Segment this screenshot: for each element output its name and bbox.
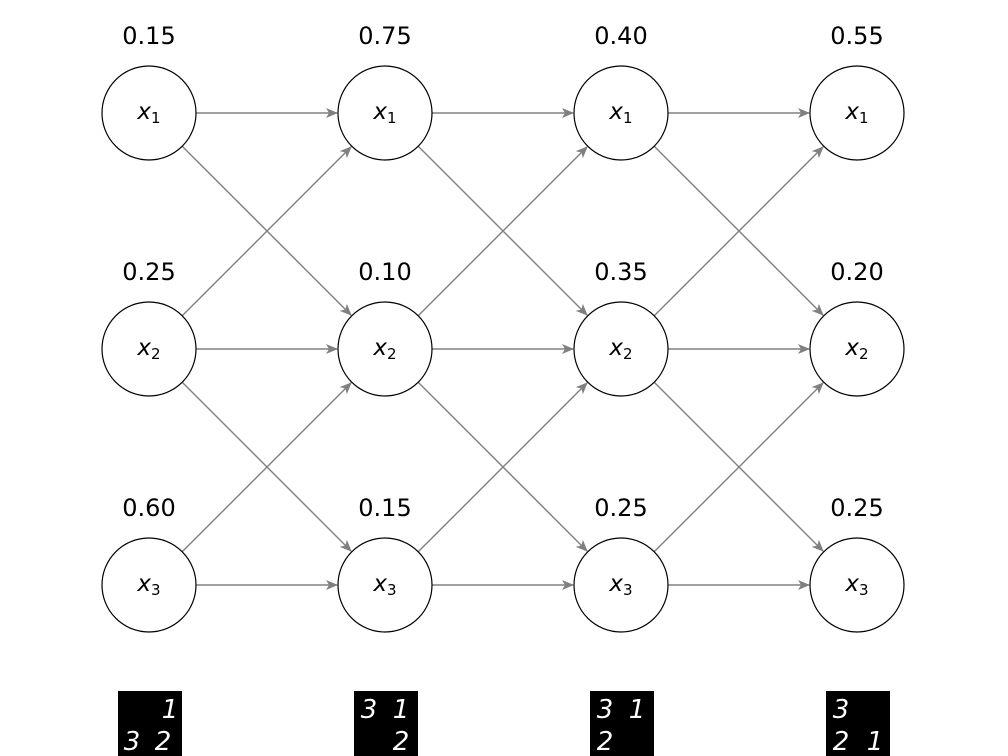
transition-arrow — [653, 146, 824, 317]
column-2: 0.75 x1 0.10 x2 0.15 x3 3 1 2 — [337, 22, 433, 756]
state-node — [573, 65, 669, 161]
digit-glyph: 2 — [393, 727, 410, 756]
digit-glyph: 1 — [867, 727, 884, 756]
column-3: 0.40 x1 0.35 x2 0.25 x3 3 1 2 — [573, 22, 669, 756]
node-variable: x — [844, 571, 859, 597]
digit-glyph: 3 — [361, 695, 378, 725]
node-probability: 0.15 — [122, 22, 175, 50]
node-probability: 0.35 — [594, 258, 647, 286]
state-node — [809, 537, 905, 633]
edges-group — [181, 108, 824, 590]
column-4: 0.55 x1 0.20 x2 0.25 x3 3 2 1 — [809, 22, 905, 756]
digit-glyph: 3 — [124, 727, 141, 756]
node-variable: x — [372, 99, 387, 125]
node-variable: x — [844, 99, 859, 125]
node-label: x1 — [608, 99, 632, 127]
column-1: 0.15 x1 0.25 x2 0.60 x3 1 3 2 — [101, 22, 197, 756]
node-label: x2 — [136, 335, 160, 363]
node-variable: x — [608, 571, 623, 597]
node-probability: 0.60 — [122, 494, 175, 522]
transition-arrow — [417, 382, 588, 553]
node-probability: 0.20 — [830, 258, 883, 286]
node-variable: x — [608, 99, 623, 125]
state-node — [337, 65, 433, 161]
digit-thumbnail: 3 1 2 — [590, 691, 654, 756]
node-probability: 0.15 — [358, 494, 411, 522]
node-variable: x — [608, 335, 623, 361]
node-subscript: 1 — [623, 109, 633, 127]
node-variable: x — [136, 99, 151, 125]
state-node — [809, 301, 905, 397]
digit-glyph: 2 — [833, 727, 850, 756]
node-subscript: 1 — [859, 109, 869, 127]
digit-glyph: 1 — [162, 695, 179, 725]
state-node — [573, 301, 669, 397]
node-subscript: 3 — [151, 581, 161, 599]
node-probability: 0.25 — [122, 258, 175, 286]
node-variable: x — [136, 335, 151, 361]
node-label: x1 — [372, 99, 396, 127]
node-label: x2 — [844, 335, 868, 363]
transition-arrow — [653, 382, 824, 553]
state-node — [101, 65, 197, 161]
digit-glyph: 3 — [833, 695, 850, 725]
digit-thumbnail: 3 1 2 — [354, 691, 418, 756]
node-variable: x — [136, 571, 151, 597]
digit-glyph: 3 — [597, 695, 614, 725]
digit-glyph: 1 — [629, 695, 646, 725]
digit-glyph: 2 — [597, 727, 614, 756]
node-probability: 0.25 — [594, 494, 647, 522]
node-label: x2 — [372, 335, 396, 363]
node-subscript: 3 — [623, 581, 633, 599]
node-subscript: 3 — [859, 581, 869, 599]
node-variable: x — [372, 335, 387, 361]
transition-arrow — [181, 146, 352, 317]
node-label: x2 — [608, 335, 632, 363]
node-subscript: 2 — [387, 345, 397, 363]
state-node — [101, 537, 197, 633]
state-node — [337, 537, 433, 633]
node-label: x1 — [136, 99, 160, 127]
node-subscript: 2 — [151, 345, 161, 363]
node-label: x1 — [844, 99, 868, 127]
node-variable: x — [372, 571, 387, 597]
node-label: x3 — [608, 571, 632, 599]
state-node — [101, 301, 197, 397]
digit-glyph: 1 — [393, 695, 410, 725]
digit-thumbnail: 1 3 2 — [118, 691, 182, 756]
node-probability: 0.55 — [830, 22, 883, 50]
digit-glyph: 2 — [155, 727, 172, 756]
digit-thumbnail: 3 2 1 — [826, 691, 890, 756]
node-probability: 0.75 — [358, 22, 411, 50]
node-subscript: 2 — [623, 345, 633, 363]
node-variable: x — [844, 335, 859, 361]
state-node — [573, 537, 669, 633]
node-subscript: 1 — [387, 109, 397, 127]
state-node — [809, 65, 905, 161]
transition-arrow — [181, 382, 352, 553]
node-probability: 0.40 — [594, 22, 647, 50]
node-subscript: 3 — [387, 581, 397, 599]
node-subscript: 1 — [151, 109, 161, 127]
node-label: x3 — [372, 571, 396, 599]
node-probability: 0.10 — [358, 258, 411, 286]
node-probability: 0.25 — [830, 494, 883, 522]
transition-arrow — [417, 146, 588, 317]
node-label: x3 — [136, 571, 160, 599]
node-label: x3 — [844, 571, 868, 599]
node-subscript: 2 — [859, 345, 869, 363]
state-node — [337, 301, 433, 397]
